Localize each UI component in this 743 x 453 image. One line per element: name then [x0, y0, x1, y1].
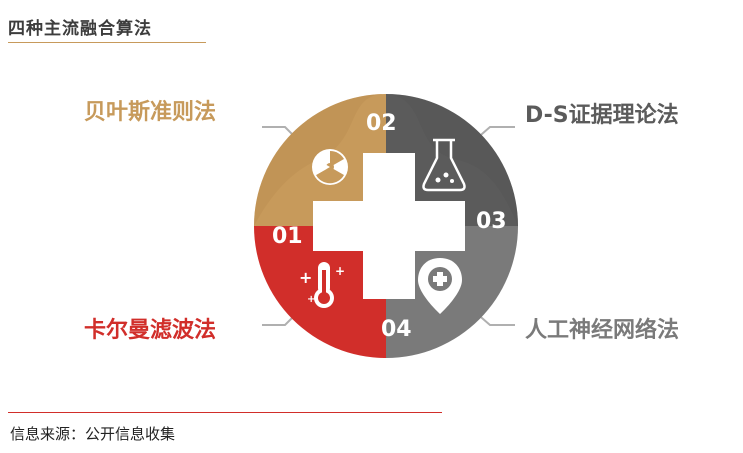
page-title: 四种主流融合算法 — [8, 19, 152, 39]
number-04: 04 — [381, 317, 412, 342]
number-01: 01 — [272, 224, 303, 249]
label-nn: 人工神经网络法 — [525, 318, 680, 343]
location-pin-icon — [418, 258, 462, 314]
radiation-icon — [312, 149, 348, 185]
svg-text:+: + — [307, 294, 315, 305]
thermometer-icon: + + + — [299, 262, 345, 308]
source-note: 信息来源：公开信息收集 — [10, 425, 176, 443]
center-cross — [313, 153, 465, 299]
title-underline — [8, 42, 206, 43]
swirl-accent-ds — [386, 94, 518, 226]
svg-text:+: + — [335, 264, 345, 278]
flask-icon — [422, 138, 466, 192]
title-block: 四种主流融合算法 — [8, 14, 206, 43]
label-bayes: 贝叶斯准则法 — [84, 100, 217, 125]
number-03: 03 — [476, 209, 507, 234]
swirl-accent-bayes — [254, 94, 386, 226]
label-ds: D-S证据理论法 — [525, 103, 679, 128]
source-divider — [8, 412, 442, 413]
svg-text:+: + — [299, 268, 312, 287]
number-02: 02 — [366, 111, 397, 136]
label-kalman: 卡尔曼滤波法 — [84, 318, 217, 343]
